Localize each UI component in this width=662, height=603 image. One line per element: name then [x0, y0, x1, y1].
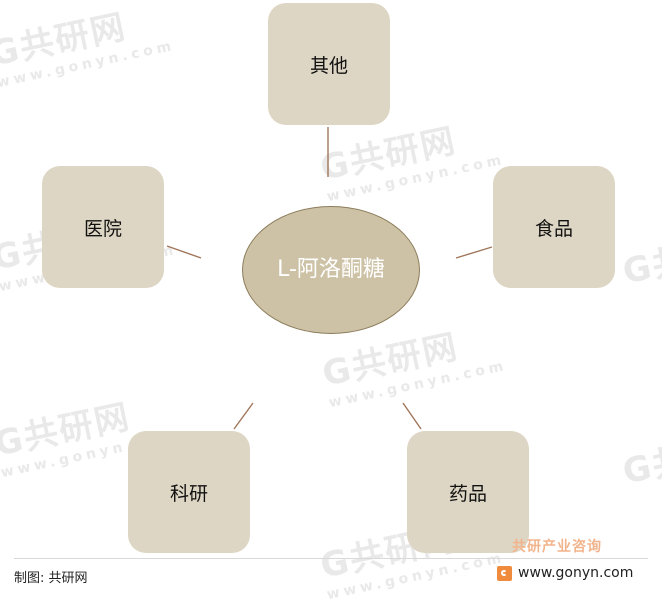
center-label: L-阿洛酮糖 — [277, 257, 385, 282]
brand-name: 共研产业咨询 — [512, 539, 602, 555]
connector-right — [455, 246, 493, 259]
center-node: L-阿洛酮糖 — [242, 206, 420, 334]
footer-divider — [14, 558, 648, 559]
connector-bottom-right — [402, 402, 422, 430]
connector-lines — [166, 127, 493, 430]
node-food: 食品 — [493, 166, 615, 288]
logo-icon — [497, 565, 512, 581]
node-label: 药品 — [448, 482, 487, 505]
node-label: 其他 — [309, 54, 348, 77]
node-research: 科研 — [128, 431, 250, 553]
connector-bottom-left — [233, 402, 254, 430]
node-label: 医院 — [83, 217, 122, 240]
node-other: 其他 — [268, 3, 390, 125]
node-label: 食品 — [534, 217, 573, 240]
node-hospital: 医院 — [42, 166, 164, 288]
brand-url: www.gonyn.com — [497, 565, 633, 581]
node-label: 科研 — [169, 482, 208, 505]
brand-url-text: www.gonyn.com — [518, 565, 634, 581]
connector-left — [166, 245, 202, 259]
node-medicine: 药品 — [407, 431, 529, 553]
source-credit: 制图: 共研网 — [14, 571, 88, 586]
